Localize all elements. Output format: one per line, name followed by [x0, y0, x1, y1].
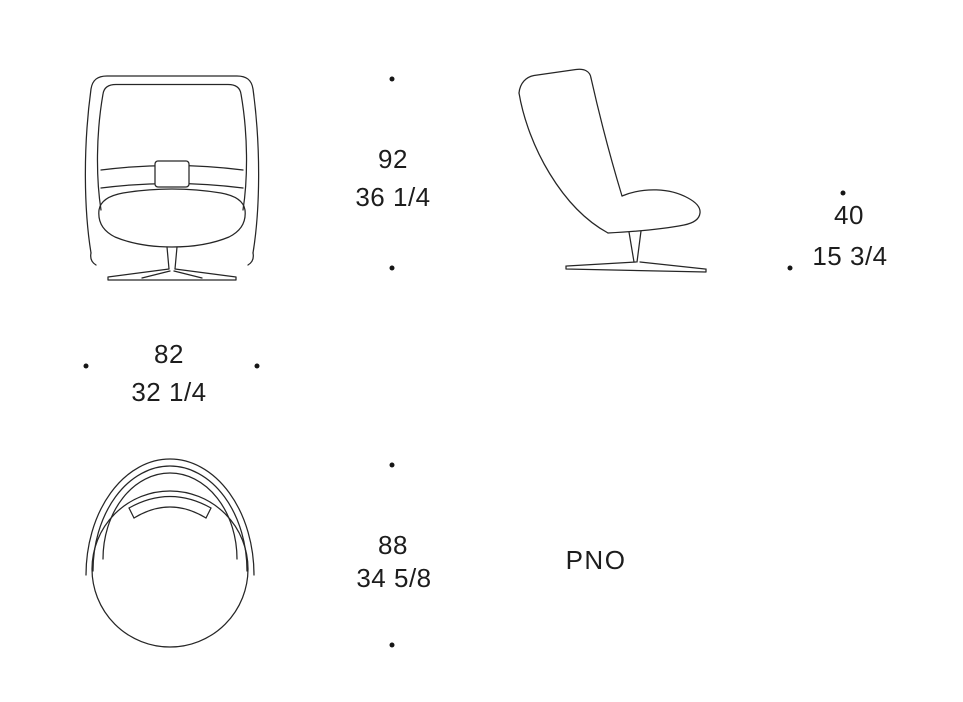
front-seat-cushion: [98, 188, 246, 248]
front-backrest-inner: [96, 83, 248, 211]
side-base-foot: [565, 261, 707, 273]
front-backrest-outer: [84, 75, 260, 254]
side-backrest-back-edge: [518, 92, 609, 234]
height-dimension-cm: 92: [378, 144, 408, 174]
top-seat-circle: [91, 490, 249, 648]
front-backrest-left-tip: [90, 252, 97, 266]
seat-height-dimension-inches: 15 3/4: [812, 241, 888, 271]
front-star-base: [107, 268, 237, 281]
width-dimension-inches: 32 1/4: [131, 377, 207, 407]
top-strap-inner-arc: [133, 506, 207, 519]
front-backrest-right-tip: [247, 252, 254, 266]
top-backrest-mid-arc: [92, 465, 248, 572]
height-dim-dot-bottom: [389, 265, 395, 271]
side-backrest-front-edge: [590, 77, 623, 197]
top-backrest-outer-arc: [85, 458, 255, 576]
depth-dim-dot-top: [389, 462, 395, 468]
top-strap-outer-arc: [128, 495, 212, 509]
depth-dim-dot-bottom: [389, 642, 395, 648]
height-dim-dot-top: [389, 76, 395, 82]
top-strap-cap-right: [205, 507, 212, 519]
top-backrest-inner-arc: [102, 472, 238, 560]
width-dim-dot-left: [83, 363, 89, 369]
width-dimension-cm: 82: [154, 339, 184, 369]
front-strap-buckle: [154, 160, 190, 188]
side-pedestal-column: [628, 230, 642, 263]
seat-height-dimension-cm: 40: [834, 200, 864, 230]
depth-dimension-inches: 34 5/8: [356, 563, 432, 593]
front-view-drawing: [84, 75, 260, 281]
height-dimension-inches: 36 1/4: [355, 182, 431, 212]
top-view-drawing: [85, 458, 255, 648]
side-backrest-top-edge: [518, 68, 592, 94]
seat-height-dim-dot-top: [840, 190, 846, 196]
width-dim-dot-right: [254, 363, 260, 369]
product-code: PNO: [565, 545, 627, 575]
side-view-drawing: [518, 68, 707, 273]
seat-height-dim-dot-bottom: [787, 265, 793, 271]
front-pedestal-column: [166, 246, 178, 270]
side-seat-cushion: [607, 189, 701, 234]
depth-dimension-cm: 88: [378, 530, 408, 560]
top-strap-cap-left: [128, 507, 135, 519]
